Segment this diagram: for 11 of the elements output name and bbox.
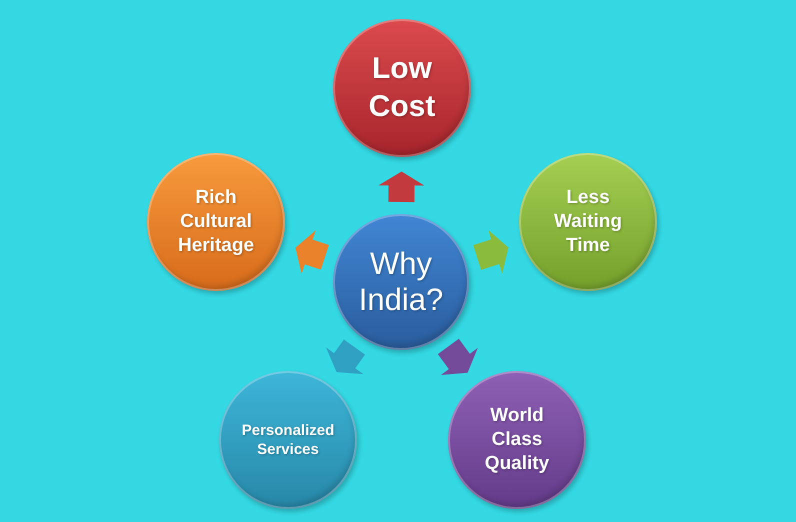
node-label: Personalized Services <box>242 420 334 460</box>
block-arrow <box>473 230 508 274</box>
node-label: Rich Cultural Heritage <box>178 186 254 258</box>
node-label: Less Waiting Time <box>554 186 622 258</box>
block-arrow <box>295 230 329 274</box>
block-arrow <box>326 340 366 374</box>
node-label: Low Cost <box>368 50 436 125</box>
node-label: World Class Quality <box>484 404 550 476</box>
block-arrow <box>438 338 478 376</box>
node-label: Why India? <box>358 246 444 318</box>
block-arrow <box>378 172 424 202</box>
